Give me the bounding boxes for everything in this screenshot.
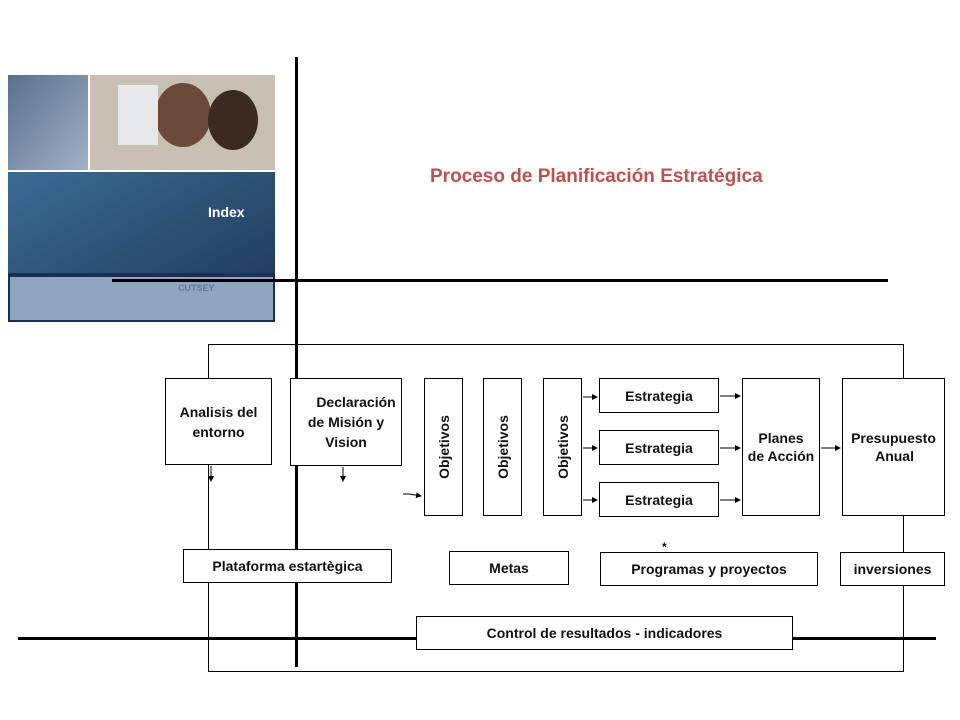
programas-label: Programas y proyectos [631, 561, 787, 577]
office-photo-icon: Index CUTSEY [8, 75, 275, 322]
analisis-line-1: Analisis del [179, 403, 258, 420]
svg-text:Index: Index [208, 204, 245, 220]
node-objetivos-1: Objetivos [424, 378, 463, 516]
asterisk-mark: * [662, 540, 667, 554]
top-horizontal-divider [112, 279, 888, 282]
estrategia-1-label: Estrategia [625, 387, 693, 404]
presupuesto-line-1: Presupuesto [851, 430, 936, 446]
control-label: Control de resultados - indicadores [486, 625, 723, 641]
planes-line-1: Planes [758, 430, 804, 446]
inversiones-label: inversiones [853, 561, 932, 577]
page-title: Proceso de Planificación Estratégica [430, 166, 763, 187]
presupuesto-line-2: Anual [875, 448, 914, 464]
svg-text:CUTSEY: CUTSEY [178, 283, 215, 293]
box-plataforma: Plataforma estartègica [183, 549, 392, 583]
node-objetivos-3: Objetivos [543, 378, 582, 516]
estrategia-2-label: Estrategia [625, 439, 693, 456]
declaracion-line-1: Declaración [316, 394, 396, 410]
node-estrategia-3: Estrategia [599, 482, 719, 517]
vertical-divider [295, 57, 298, 667]
box-programas: Programas y proyectos [600, 552, 818, 586]
plataforma-label: Plataforma estartègica [212, 558, 363, 574]
estrategia-3-label: Estrategia [625, 491, 693, 508]
planes-line-2: de Acción [747, 448, 815, 464]
box-control-resultados: Control de resultados - indicadores [416, 616, 793, 650]
node-objetivos-2: Objetivos [483, 378, 522, 516]
analisis-line-2: entorno [192, 423, 245, 440]
node-presupuesto-anual: Presupuesto Anual [842, 378, 945, 516]
arrow-to-objetivos [403, 492, 422, 499]
box-inversiones: inversiones [840, 552, 945, 586]
node-planes-accion: Planes de Acción [742, 378, 820, 516]
header-photo-collage: Index CUTSEY [8, 75, 275, 322]
node-declaracion-mision: Declaración de Misión y Vision [290, 378, 402, 466]
box-metas: Metas [449, 551, 569, 585]
declaracion-line-3: Vision [325, 434, 367, 450]
node-estrategia-1: Estrategia [599, 378, 719, 413]
node-estrategia-2: Estrategia [599, 430, 719, 465]
node-analisis-entorno: Analisis del entorno [165, 378, 272, 465]
metas-label: Metas [489, 560, 529, 576]
declaracion-line-2: de Misión y [307, 414, 385, 430]
